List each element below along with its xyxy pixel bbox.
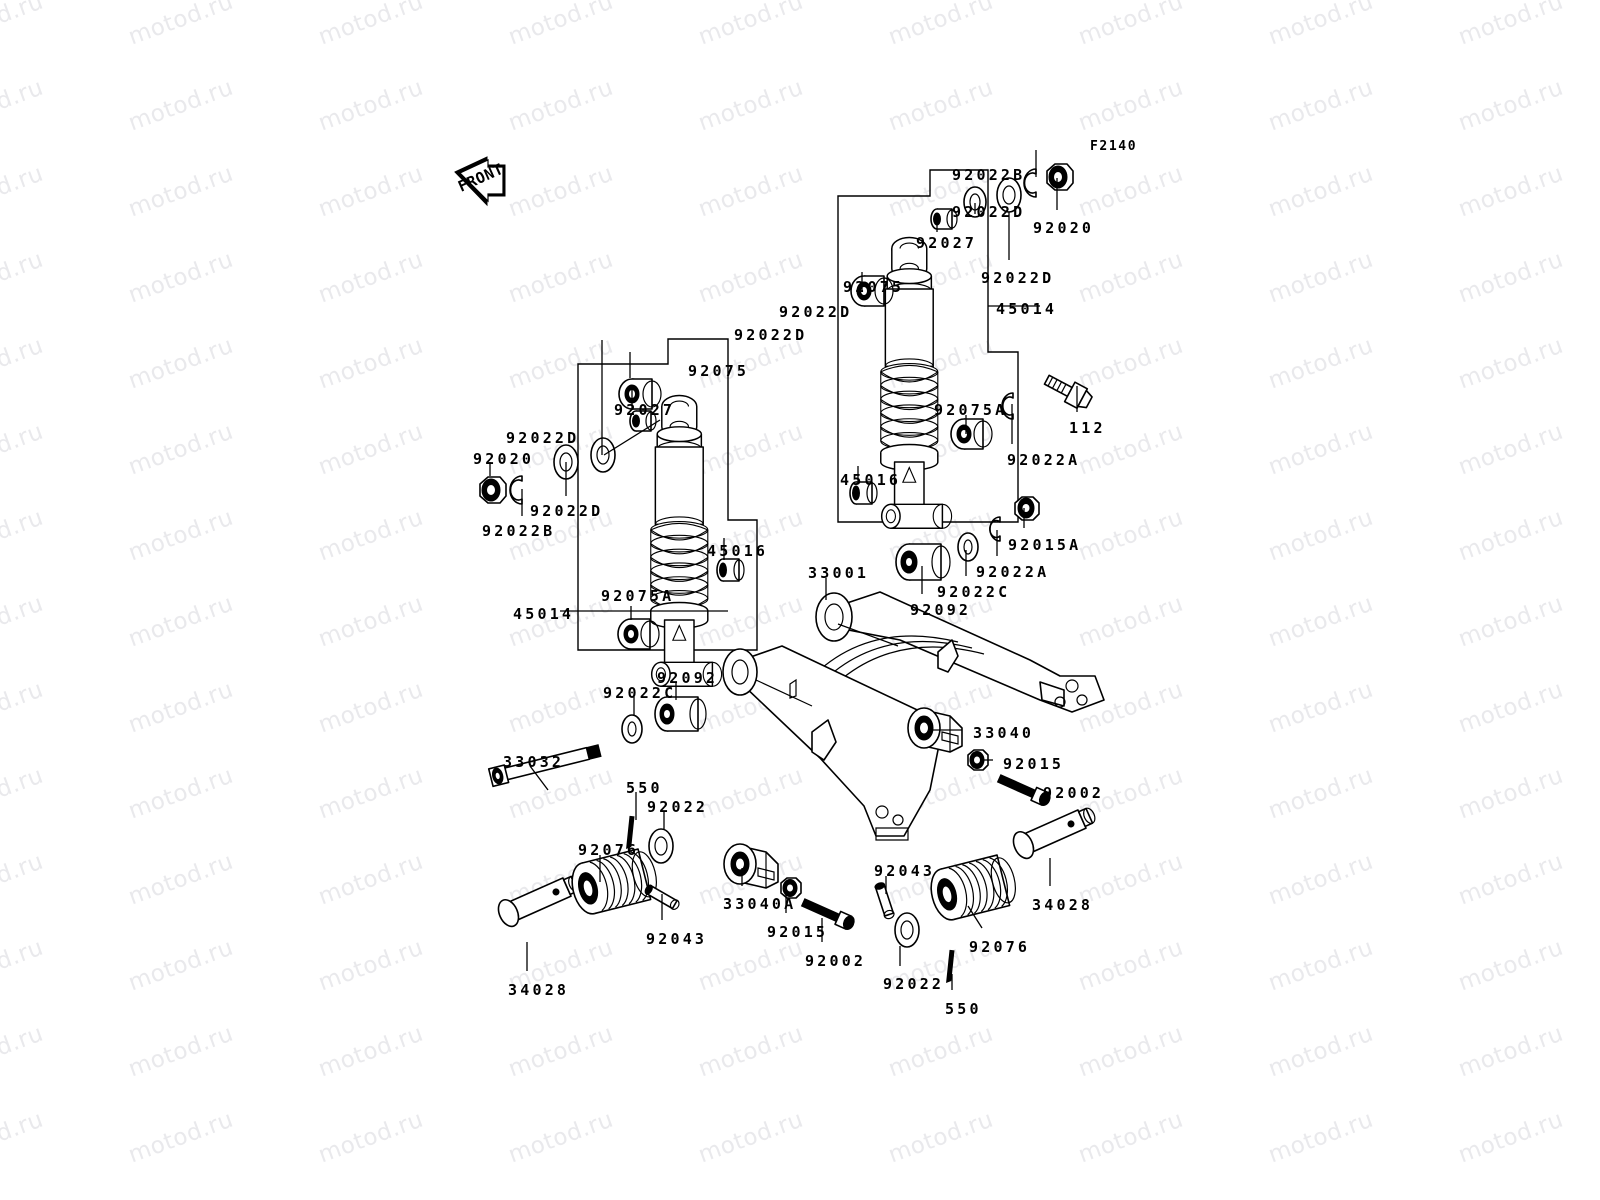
- nut-92015-left: [780, 877, 802, 899]
- collar-45016-left: [716, 558, 745, 582]
- washer-92022C-upper: [957, 532, 979, 562]
- part-callout-92075a[interactable]: 92075A: [934, 401, 1008, 419]
- clip-92022B-right: [1023, 168, 1037, 198]
- part-callout-92020[interactable]: 92020: [1033, 219, 1095, 237]
- bolt-112: [1043, 374, 1093, 410]
- part-callout-92075a[interactable]: 92075A: [601, 587, 675, 605]
- part-callout-92022d[interactable]: 92022D: [952, 203, 1026, 221]
- part-callout-33040a[interactable]: 33040A: [723, 895, 797, 913]
- part-callout-92027[interactable]: 92027: [916, 234, 978, 252]
- part-callout-33001[interactable]: 33001: [808, 564, 870, 582]
- footpeg-rubber-92076-right: [930, 854, 1016, 921]
- part-callout-92076[interactable]: 92076: [969, 938, 1031, 956]
- left-shock-group-outline: [577, 338, 758, 651]
- nut-92020-left: [479, 476, 507, 504]
- front-arrow-icon: FRONT: [454, 156, 506, 207]
- footpeg-shaft-34028-left: [497, 875, 581, 928]
- part-callout-92015[interactable]: 92015: [1003, 755, 1065, 773]
- part-callout-33032[interactable]: 33032: [503, 753, 565, 771]
- part-callout-92015a[interactable]: 92015A: [1008, 536, 1082, 554]
- part-callout-92002[interactable]: 92002: [1043, 784, 1105, 802]
- part-callout-45014[interactable]: 45014: [513, 605, 575, 623]
- clip-92022A-upper: [989, 516, 1001, 542]
- part-callout-34028[interactable]: 34028: [1032, 896, 1094, 914]
- part-callout-45014[interactable]: 45014: [996, 300, 1058, 318]
- swingarm-33001: [722, 591, 1105, 841]
- part-callout-92092[interactable]: 92092: [910, 601, 972, 619]
- diagram-code: F2140: [1090, 139, 1138, 154]
- part-callout-92015[interactable]: 92015: [767, 923, 829, 941]
- part-callout-92075[interactable]: 92075: [688, 362, 750, 380]
- part-callout-550[interactable]: 550: [945, 1000, 982, 1018]
- part-callout-92022c[interactable]: 92022C: [603, 684, 677, 702]
- washer-92022D-right-large: [996, 177, 1022, 213]
- shaft-33032: [487, 744, 602, 788]
- part-callout-92022a[interactable]: 92022A: [1007, 451, 1081, 469]
- bushing-92092-upper: [895, 543, 951, 581]
- part-callout-550[interactable]: 550: [626, 779, 663, 797]
- leader-lines: [489, 150, 1078, 990]
- part-callout-34028[interactable]: 34028: [508, 981, 570, 999]
- part-callout-92022[interactable]: 92022: [883, 975, 945, 993]
- washer-92022-right: [894, 912, 920, 948]
- part-callout-92022[interactable]: 92022: [647, 798, 709, 816]
- part-callout-92043[interactable]: 92043: [646, 930, 708, 948]
- part-callout-92022b[interactable]: 92022B: [952, 166, 1026, 184]
- bolt-92002-left: [800, 898, 855, 930]
- bolt-92002-right: [996, 774, 1051, 806]
- part-callout-92022d[interactable]: 92022D: [981, 269, 1055, 287]
- part-callout-92002[interactable]: 92002: [805, 952, 867, 970]
- clip-92022B-left: [509, 475, 523, 505]
- chain-adjuster-33040A: [723, 843, 779, 889]
- cotter-pin-550-right: [946, 949, 955, 983]
- part-callout-45016[interactable]: 45016: [707, 542, 769, 560]
- shock-absorber-left: [650, 394, 723, 687]
- part-callout-92043[interactable]: 92043: [874, 862, 936, 880]
- clip-92022A-right: [1001, 392, 1014, 420]
- part-callout-33040[interactable]: 33040: [973, 724, 1035, 742]
- collar-92027-right: [930, 208, 958, 230]
- damper-92075A-right: [950, 418, 993, 450]
- part-callout-92022d[interactable]: 92022D: [779, 303, 853, 321]
- part-callout-112[interactable]: 112: [1069, 419, 1106, 437]
- footpeg-shaft-34028-right: [1012, 807, 1096, 860]
- part-callout-92027[interactable]: 92027: [614, 401, 676, 419]
- damper-92075-right: [850, 275, 894, 307]
- part-callout-92022b[interactable]: 92022B: [482, 522, 556, 540]
- nut-92015A-upper: [1014, 496, 1040, 521]
- cotter-pin-550-left: [626, 815, 635, 849]
- washer-92022D-left-small: [590, 437, 616, 473]
- part-callout-92075[interactable]: 92075: [843, 278, 905, 296]
- bushing-92092-lower: [654, 696, 707, 732]
- shock-absorber-right: [880, 236, 953, 529]
- collar-92027-left: [629, 410, 657, 432]
- part-callout-92022d[interactable]: 92022D: [734, 326, 808, 344]
- collar-45016-right: [849, 481, 878, 505]
- washer-92022C-lower: [621, 714, 643, 744]
- part-callout-92022d[interactable]: 92022D: [530, 502, 604, 520]
- nut-92020-right: [1046, 163, 1074, 191]
- part-callout-92020[interactable]: 92020: [473, 450, 535, 468]
- part-callout-45016[interactable]: 45016: [840, 471, 902, 489]
- damper-92075A-left: [617, 618, 660, 650]
- chain-adjuster-33040: [907, 707, 963, 753]
- part-callout-92022c[interactable]: 92022C: [937, 583, 1011, 601]
- part-callout-92022d[interactable]: 92022D: [506, 429, 580, 447]
- part-callout-92092[interactable]: 92092: [657, 669, 719, 687]
- washer-92022-left: [648, 828, 674, 864]
- part-callout-92076[interactable]: 92076: [578, 841, 640, 859]
- footpeg-rubber-92076-left: [571, 848, 657, 915]
- part-callout-92022a[interactable]: 92022A: [976, 563, 1050, 581]
- pin-92043-right: [874, 882, 895, 920]
